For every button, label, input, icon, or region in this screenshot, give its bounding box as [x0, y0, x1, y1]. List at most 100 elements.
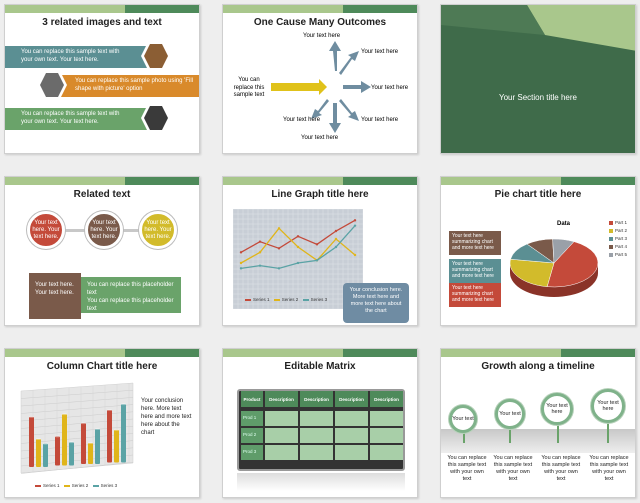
conclusion-box: Your conclusion here. More text here and… — [343, 283, 409, 323]
pie-label-1: Your text here summarizing chart and mor… — [449, 231, 501, 255]
slide-top-bar — [5, 5, 199, 13]
conclusion-text: Your conclusion here. More text here and… — [141, 398, 192, 436]
timeline-caption-3: You can replace this sample text with yo… — [541, 455, 581, 482]
line-point — [315, 243, 319, 246]
text-band-orange: You can replace this sample photo using … — [45, 75, 199, 97]
timeline-bubble-2: Your text — [495, 399, 525, 429]
slide-title: Growth along a timeline — [481, 361, 595, 372]
slide-top-bar — [5, 177, 199, 185]
line-point — [277, 227, 281, 230]
pie-label-3: Your text here summarizing chart and mor… — [449, 283, 501, 307]
pie-label-2: Your text here summarizing chart and mor… — [449, 259, 501, 283]
line-point — [296, 235, 300, 238]
pie-slice-1 — [546, 241, 599, 288]
slide-top-bar — [441, 177, 635, 185]
chart-legend: Series 1 Series 2 Series 3 — [35, 483, 117, 488]
slide-title: Pie chart title here — [494, 189, 582, 200]
timeline-floor — [441, 429, 635, 453]
section-corner-shape — [441, 5, 635, 51]
pie-chart-title: Data — [557, 221, 571, 227]
text-band-teal: You can replace this sample text with yo… — [5, 46, 155, 68]
timeline-bubble-3: Your text here — [541, 393, 573, 425]
matrix-frame: Product Description Description Descript… — [237, 389, 405, 471]
slide-top-bar — [5, 349, 199, 357]
cause-outcome-arrows — [271, 41, 371, 133]
slide-title: 3 related images and text — [42, 17, 162, 28]
line-point — [296, 245, 300, 249]
image-hex-2 — [37, 70, 67, 100]
matrix-row: Prod 2 — [239, 428, 403, 444]
column-chart — [20, 382, 134, 474]
outcome-text-4: Your text here — [361, 117, 399, 123]
slide-top-bar — [223, 177, 417, 185]
cause-text: You can replace this sample text — [233, 77, 265, 98]
timeline-bubble-4: Your text here — [591, 389, 625, 423]
column-bar — [29, 416, 34, 467]
slide-title: Column Chart title here — [46, 361, 158, 372]
line-point — [353, 253, 357, 257]
column-bar — [95, 429, 100, 464]
slide-title: Line Graph title here — [271, 189, 369, 200]
pie-slice-2 — [509, 258, 555, 287]
slide-title: Editable Matrix — [284, 361, 356, 372]
outcome-text-5: Your text here — [301, 135, 339, 141]
timeline-bubble-1: Your text — [449, 405, 477, 433]
line-point — [258, 240, 262, 243]
timeline-caption-4: You can replace this sample text with yo… — [589, 455, 629, 482]
column-bar — [121, 404, 126, 463]
matrix-row: Prod 1 — [239, 411, 403, 427]
slide-thumbnail-2[interactable]: One Cause Many Outcomes You can replace … — [222, 4, 418, 154]
line-point — [353, 219, 357, 222]
text-box-green: You can replace this placeholder text Yo… — [81, 277, 181, 313]
column-bar — [62, 414, 67, 466]
line-chart — [233, 209, 363, 309]
line-point — [258, 264, 262, 267]
column-bar — [88, 443, 93, 464]
line-point — [239, 261, 243, 265]
column-bar — [114, 429, 119, 463]
outcome-text-6: Your text here — [283, 117, 321, 123]
matrix-row: Prod 3 — [239, 445, 403, 461]
circle-red: Your text here. Your text here. — [27, 211, 65, 249]
line-point — [334, 237, 338, 241]
column-bar — [43, 443, 48, 467]
slide-thumbnail-6[interactable]: Pie chart title here Data Your text here… — [440, 176, 636, 326]
pie-chart — [509, 238, 599, 297]
slide-title: Related text — [73, 189, 131, 200]
slide-title: One Cause Many Outcomes — [253, 17, 387, 28]
outcome-text-1: Your text here — [303, 33, 341, 39]
column-bar — [55, 436, 60, 466]
slide-thumbnail-8[interactable]: Editable Matrix Product Description Desc… — [222, 348, 418, 498]
slide-top-bar — [441, 349, 635, 357]
text-band-green: You can replace this sample text with yo… — [5, 108, 155, 130]
timeline-caption-1: You can replace this sample text with yo… — [447, 455, 487, 482]
line-point — [353, 224, 357, 227]
column-bar — [107, 410, 112, 463]
slide-thumbnail-9[interactable]: Growth along a timeline Your text Your t… — [440, 348, 636, 498]
line-point — [334, 229, 338, 233]
line-point — [277, 267, 281, 270]
chart-legend: Series 1 Series 2 Series 3 — [245, 297, 327, 302]
pie-legend: Part 1 Part 2 Part 3 Part 4 Part 5 — [609, 219, 627, 259]
image-hex-3 — [141, 103, 171, 133]
circle-yellow: Your text here. Your text here. — [139, 211, 177, 249]
timeline-caption-2: You can replace this sample text with yo… — [493, 455, 533, 482]
column-bar — [36, 439, 41, 467]
line-point — [296, 261, 300, 265]
line-point — [239, 251, 243, 254]
image-hex-1 — [141, 41, 171, 71]
matrix-reflection — [237, 473, 405, 491]
column-bar — [69, 442, 74, 466]
slide-thumbnail-1[interactable]: 3 related images and text You can replac… — [4, 4, 200, 154]
slide-thumbnail-4[interactable]: Related text Your text here. Your text h… — [4, 176, 200, 326]
line-point — [239, 267, 243, 270]
line-point — [334, 245, 338, 249]
slide-thumbnail-3[interactable]: Your Section title here — [440, 4, 636, 154]
pie-slice-5 — [552, 238, 575, 264]
line-point — [258, 251, 262, 254]
slide-thumbnail-5[interactable]: Line Graph title here Your conclusion he… — [222, 176, 418, 326]
section-title: Your Section title here — [499, 93, 577, 102]
line-point — [277, 247, 281, 250]
slide-thumbnail-7[interactable]: Column Chart title here Your conclusion … — [4, 348, 200, 498]
slide-top-bar — [223, 5, 417, 13]
